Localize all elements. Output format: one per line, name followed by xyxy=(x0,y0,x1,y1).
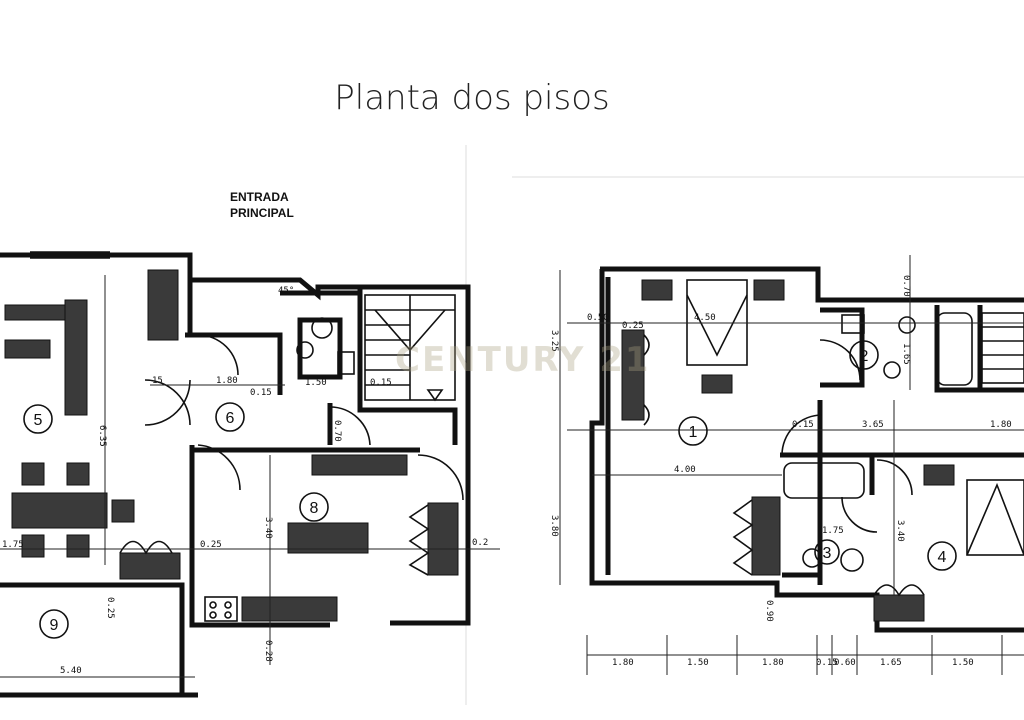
dim-label: 1.65 xyxy=(901,343,911,365)
furniture-block xyxy=(4,304,66,321)
dim-label: 0.25 xyxy=(622,321,644,331)
dim-label: 1.80 xyxy=(216,376,238,386)
entrance-label-1: ENTRADA xyxy=(230,190,289,204)
dim-label: 0.70 xyxy=(332,420,342,442)
dim-label: 1.65 xyxy=(880,658,902,668)
room-9: 9 xyxy=(39,609,69,639)
dim-label: 0.15 xyxy=(250,388,272,398)
room-8: 8 xyxy=(299,492,329,522)
bathtub-icon xyxy=(936,312,973,386)
dim-label: 0.50 xyxy=(587,313,609,323)
svg-text:1: 1 xyxy=(689,424,698,441)
upper-floor-plan: 1 2 3 4 3.25 3.80 4.50 0.50 0.25 4.00 0.… xyxy=(512,176,1024,675)
dim-label: 0.28 xyxy=(263,640,273,662)
dim-label: 4.50 xyxy=(694,313,716,323)
dim-label: 1.50 xyxy=(305,378,327,388)
dim-label: 0.70 xyxy=(901,275,911,297)
dim-label: 5.40 xyxy=(60,666,82,676)
stairs xyxy=(981,312,1024,384)
slide-title: Planta dos pisos xyxy=(334,78,610,118)
stairs xyxy=(364,294,456,402)
svg-text:9: 9 xyxy=(50,617,59,634)
room-4: 4 xyxy=(927,541,957,571)
dim-label: 0.90 xyxy=(764,600,774,622)
dim-label: 0.25 xyxy=(200,540,222,550)
dim-label: 1.75 xyxy=(822,526,844,536)
room-1: 1 xyxy=(678,416,708,446)
watermark-logo: CENTURY 21 xyxy=(395,340,651,380)
svg-text:4: 4 xyxy=(938,549,947,566)
svg-text:3: 3 xyxy=(823,545,832,562)
door-arc xyxy=(197,334,239,376)
svg-text:6: 6 xyxy=(226,410,235,427)
dim-label: 3.25 xyxy=(549,330,559,352)
room-6: 6 xyxy=(215,402,245,432)
dim-label: 1.50 xyxy=(687,658,709,668)
dim-label: 6.35 xyxy=(97,425,107,447)
dim-label: 3.65 xyxy=(862,420,884,430)
dim-label: 3.80 xyxy=(549,515,559,537)
ground-floor-plan: ENTRADA PRINCIPAL xyxy=(0,145,500,705)
dim-label: 0.15 xyxy=(370,378,392,388)
svg-text:5: 5 xyxy=(34,412,43,429)
dim-label: 1.80 xyxy=(990,420,1012,430)
dim-label: 1.50 xyxy=(952,658,974,668)
dim-label: 0.15 xyxy=(816,658,838,668)
dim-label: 4.00 xyxy=(674,465,696,475)
dim-label: 1.80 xyxy=(762,658,784,668)
svg-text:2: 2 xyxy=(860,348,869,365)
sink-icon xyxy=(311,317,333,339)
dim-label: 3.40 xyxy=(895,520,905,542)
svg-text:8: 8 xyxy=(310,500,319,517)
room-2: 2 xyxy=(849,340,879,370)
dim-label: 0.2 xyxy=(472,538,488,548)
dim-label: 1.75 xyxy=(2,540,24,550)
dim-label: 45° xyxy=(278,286,294,296)
dim-label: 1.80 xyxy=(612,658,634,668)
dim-label: 15 xyxy=(152,376,163,386)
dim-label: 0.60 xyxy=(834,658,856,668)
dim-label: 3.40 xyxy=(263,517,273,539)
room-5: 5 xyxy=(23,404,53,434)
dim-label: 0.15 xyxy=(792,420,814,430)
entrance-label-2: PRINCIPAL xyxy=(230,206,294,220)
room-3: 3 xyxy=(814,539,840,565)
dim-label: 0.25 xyxy=(105,597,115,619)
